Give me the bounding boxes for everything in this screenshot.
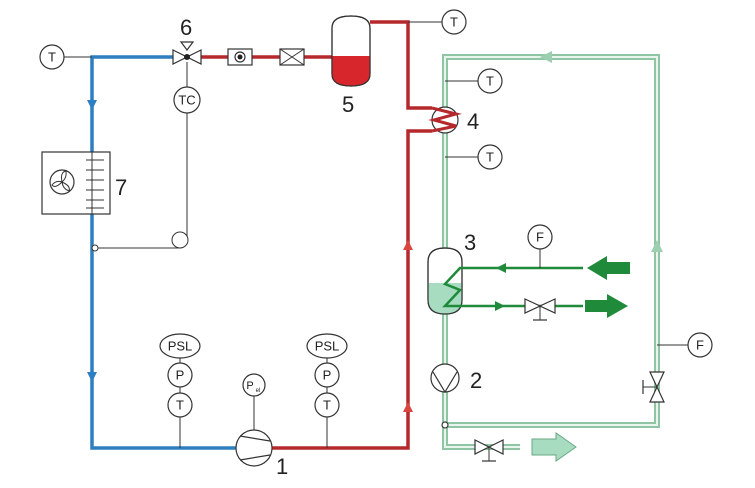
flow-indicator-loop: F xyxy=(687,332,713,358)
flow-arrow-icon xyxy=(403,240,413,250)
valve-icon xyxy=(642,371,665,403)
svg-text:TC: TC xyxy=(178,93,195,108)
label-3: 3 xyxy=(464,230,476,255)
svg-text:T: T xyxy=(486,74,494,89)
svg-text:el: el xyxy=(256,388,261,394)
temp-sensor-hx-in: T xyxy=(477,68,503,94)
flow-arrow-icon xyxy=(403,402,413,412)
label-1: 1 xyxy=(276,454,288,479)
flow-arrow-icon xyxy=(87,100,97,110)
svg-text:T: T xyxy=(176,398,184,413)
svg-text:PSL: PSL xyxy=(168,339,193,354)
flow-indicator-evap: F xyxy=(527,224,553,250)
svg-text:F: F xyxy=(696,338,704,353)
evaporator xyxy=(427,247,630,318)
svg-text:T: T xyxy=(486,150,494,165)
valve-icon xyxy=(474,439,504,462)
flow-arrow-icon xyxy=(495,301,505,311)
flow-arrow-icon xyxy=(587,256,630,280)
fan-icon xyxy=(49,169,75,195)
label-6: 6 xyxy=(180,15,192,40)
discharge-instrument-stack: PSL P T xyxy=(306,333,348,448)
valve-icon xyxy=(524,298,556,321)
flow-arrow-icon xyxy=(651,240,663,252)
svg-text:P: P xyxy=(246,380,253,392)
label-5: 5 xyxy=(342,92,354,117)
svg-text:PSL: PSL xyxy=(315,339,340,354)
compressor xyxy=(235,429,273,467)
sight-glass-icon xyxy=(227,48,253,66)
condenser xyxy=(41,151,111,215)
svg-text:T: T xyxy=(323,398,331,413)
thermo-controller-line xyxy=(91,62,189,252)
svg-text:T: T xyxy=(450,15,458,30)
temp-sensor-hx-out: T xyxy=(477,144,503,170)
flow-arrow-icon xyxy=(496,263,506,273)
label-7: 7 xyxy=(115,175,127,200)
flow-arrow-icon xyxy=(531,432,577,462)
pump xyxy=(430,363,460,394)
expansion-valve xyxy=(172,41,202,65)
liquid-line xyxy=(87,55,236,450)
flow-arrow-icon xyxy=(540,51,552,63)
temp-sensor-receiver: T xyxy=(441,9,467,35)
thermo-controller: TC xyxy=(173,86,201,114)
label-2: 2 xyxy=(470,368,482,393)
label-4: 4 xyxy=(467,109,479,134)
heat-exchanger xyxy=(428,106,462,134)
receiver xyxy=(331,15,371,87)
temp-sensor-condenser-out: T xyxy=(39,44,65,70)
hot-gas-line xyxy=(196,20,432,450)
svg-text:P: P xyxy=(176,368,185,383)
power-meter: P el xyxy=(242,373,266,397)
svg-text:F: F xyxy=(536,230,544,245)
filter-dryer-icon xyxy=(279,48,305,66)
flow-arrow-icon xyxy=(87,372,97,382)
flow-arrow-icon xyxy=(585,294,628,318)
svg-text:P: P xyxy=(323,368,332,383)
svg-text:T: T xyxy=(48,50,56,65)
suction-instrument-stack: PSL P T xyxy=(159,333,201,448)
